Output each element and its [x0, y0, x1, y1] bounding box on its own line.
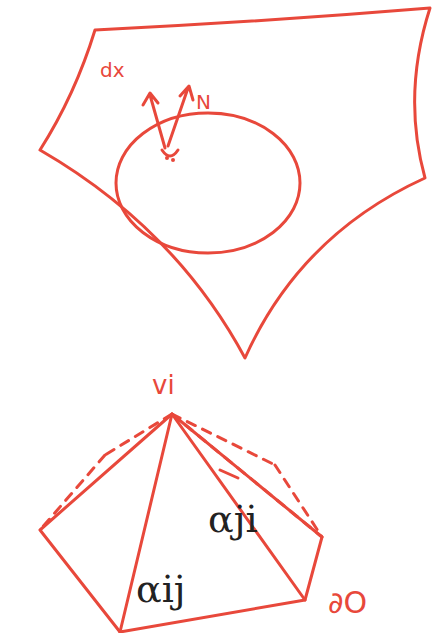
tick-mark: [220, 470, 238, 478]
dx-arrow: [143, 93, 165, 148]
hidden-edges: [40, 414, 322, 537]
region-curve: [116, 113, 300, 253]
angle-mark: [162, 150, 178, 156]
angle-label: αji: [208, 500, 258, 538]
boundary-label: ∂O: [328, 588, 367, 618]
vector-label: dx: [100, 60, 125, 80]
surface-sheet: [40, 8, 430, 358]
normal-arrow: [168, 86, 193, 146]
vertex-label: vi: [152, 372, 175, 398]
angle-label: αij: [136, 570, 186, 608]
pyramid-outline: [40, 414, 322, 632]
vector-label: N: [196, 92, 211, 112]
